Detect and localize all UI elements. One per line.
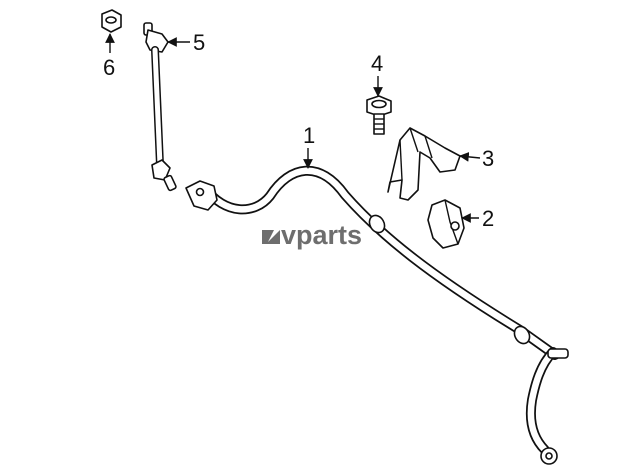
callout-arrows: [105, 33, 481, 223]
callout-1-label: 1: [303, 123, 315, 148]
callout-2-label: 2: [482, 206, 494, 231]
stabilizer-bar: [185, 165, 569, 465]
callout-4-label: 4: [371, 51, 383, 76]
callout-3-label: 3: [482, 146, 494, 171]
bolt: [366, 95, 392, 135]
watermark-mark-icon: [262, 230, 280, 244]
callout-5-label: 5: [193, 30, 205, 55]
watermark-logo: vparts: [262, 220, 362, 250]
watermark-text: vparts: [281, 220, 362, 250]
bushing-bracket: [387, 127, 461, 201]
bushing: [427, 199, 465, 249]
nut: [101, 9, 122, 33]
callout-6-label: 6: [103, 55, 115, 80]
stabilizer-link: [143, 22, 177, 192]
